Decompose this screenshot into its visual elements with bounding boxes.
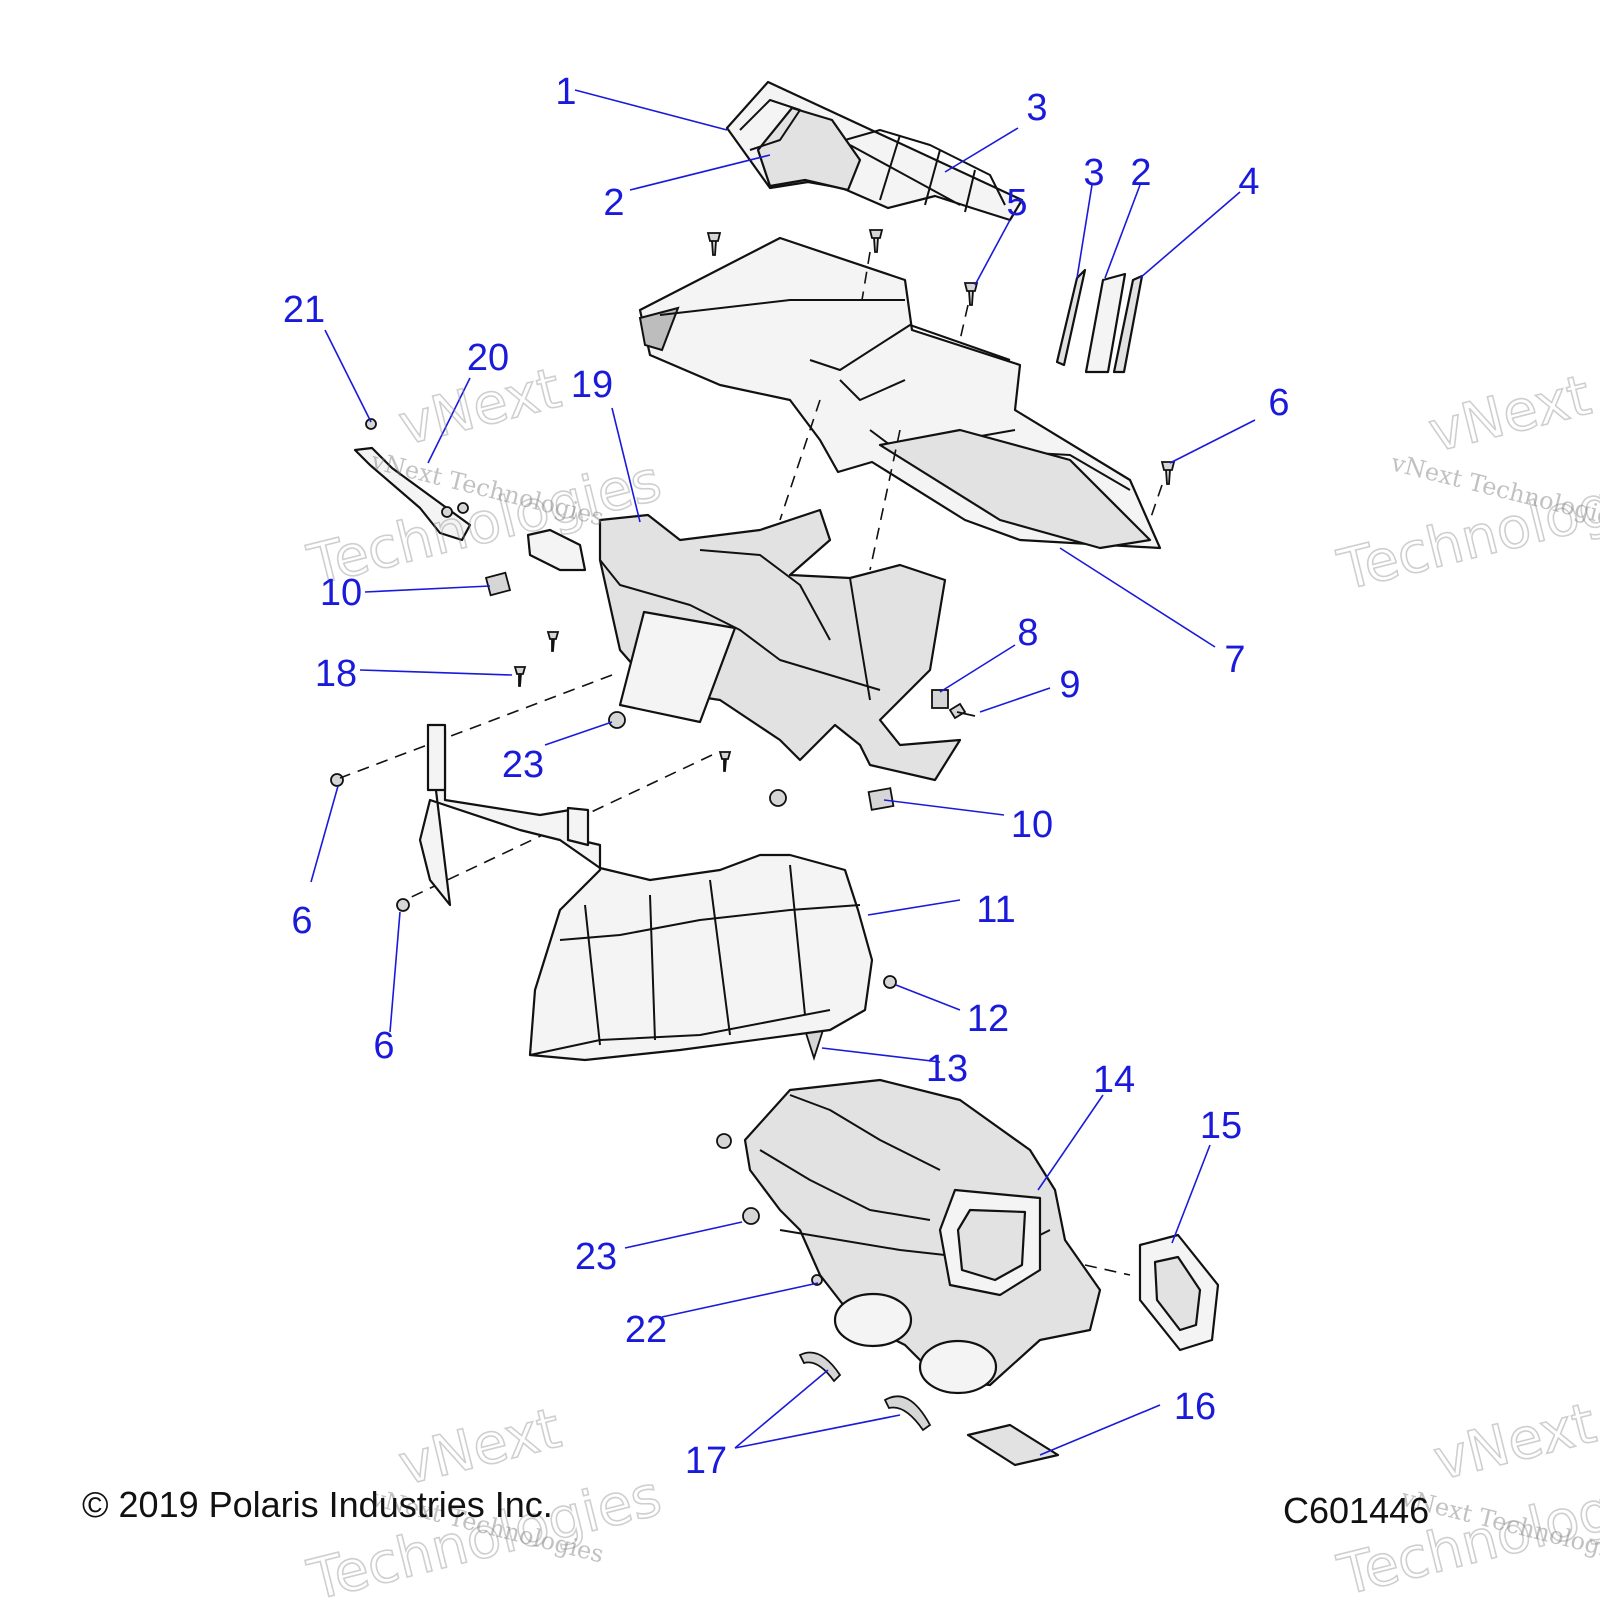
callout-9: 9 [1059,664,1080,706]
callout-2: 2 [603,182,624,224]
callout-2: 2 [1130,152,1151,194]
callout-3: 3 [1026,87,1047,129]
callout-23: 23 [502,744,544,786]
callout-21: 21 [283,289,325,331]
callout-18: 18 [315,653,357,695]
callout-10: 10 [320,572,362,614]
lower-duct [418,723,874,1062]
central-intake-box [526,508,962,782]
callout-11: 11 [976,889,1015,931]
callout-20: 20 [467,337,509,379]
bracket-assembly [353,418,472,542]
callout-7: 7 [1224,639,1245,681]
callout-labels: 1 2 3 3 2 4 5 21 20 19 6 10 7 8 18 9 23 … [283,71,1290,1482]
seal-ring [1138,1233,1220,1352]
callout-8: 8 [1017,612,1038,654]
top-grille [725,80,1024,222]
part-artwork [330,80,1220,1467]
callout-5: 5 [1006,182,1027,224]
vertical-seal-strips [1055,268,1144,374]
callout-10: 10 [1011,804,1053,846]
watermarks: vNext Technologies vNext Technologies vN… [301,355,1600,1600]
callout-4: 4 [1238,161,1259,203]
callout-13: 13 [926,1048,968,1090]
leader-lines [310,89,1256,1456]
callout-22: 22 [625,1309,667,1351]
air-box [716,1078,1102,1395]
callout-6: 6 [1268,382,1289,424]
watermark-word-7: vNext [1428,1391,1600,1494]
upper-intake-duct [638,236,1162,550]
callout-19: 19 [571,364,613,406]
callout-23: 23 [575,1236,617,1278]
copyright-notice: © 2019 Polaris Industries Inc. [82,1484,553,1525]
callout-17: 17 [685,1440,727,1482]
callout-1: 1 [555,71,576,113]
callout-16: 16 [1174,1386,1216,1428]
callout-6: 6 [291,900,312,942]
mid-fasteners [330,571,976,1061]
upper-push-rivets [706,229,1176,485]
callout-14: 14 [1093,1059,1135,1101]
callout-15: 15 [1200,1105,1242,1147]
callout-12: 12 [967,998,1009,1040]
callout-3: 3 [1083,152,1104,194]
drawing-code: C601446 [1283,1490,1429,1531]
callout-6: 6 [373,1025,394,1067]
footer: © 2019 Polaris Industries Inc. C601446 [82,1484,1429,1531]
watermark-word-3: vNext [1423,363,1597,466]
label-and-clamps [798,1351,1060,1467]
